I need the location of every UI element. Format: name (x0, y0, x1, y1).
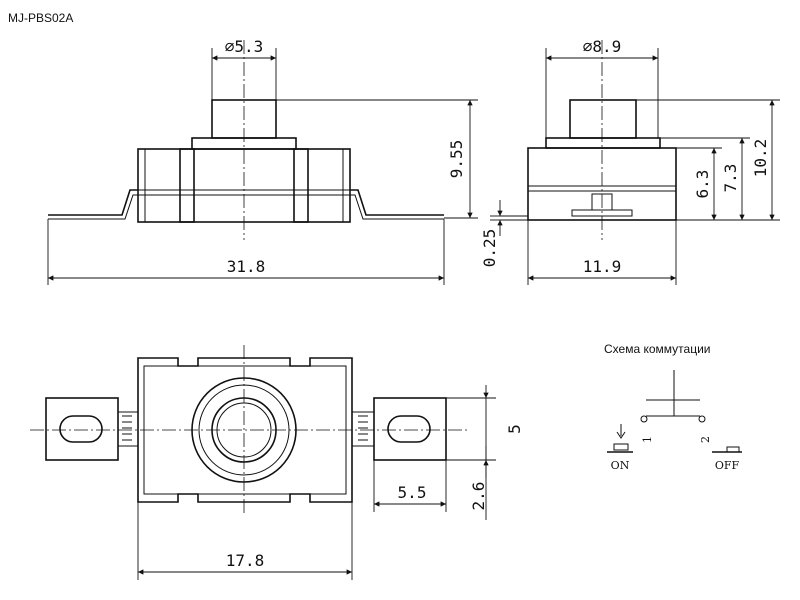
dim-body-length-top: 17.8 (226, 551, 265, 570)
pin-2-label: 2 (699, 436, 712, 443)
scheme-title: Схема коммутации (604, 342, 710, 356)
dim-lead-thickness: 0.25 (480, 229, 499, 268)
dim-cap-diameter-front: ⌀5.3 (225, 37, 264, 56)
off-label: OFF (715, 459, 740, 472)
dim-body-width-side: 11.9 (583, 257, 622, 276)
switching-scheme: Схема коммутации 1 2 ON OFF (604, 342, 742, 472)
front-view: ⌀5.3 9.55 31.8 (47, 37, 478, 285)
dim-height-front: 9.55 (447, 140, 466, 179)
dim-tab-offset: 2.6 (469, 482, 488, 511)
model-title: MJ-PBS02A (8, 11, 73, 25)
on-symbol: ON (607, 424, 633, 472)
off-symbol: OFF (712, 446, 742, 472)
pin-1-label: 1 (641, 436, 654, 443)
dim-tab-width: 5 (505, 424, 524, 434)
side-view: ⌀8.9 0.25 6.3 7.3 10.2 11.9 (480, 37, 780, 285)
dim-total-length: 31.8 (227, 257, 266, 276)
dim-total-height: 10.2 (751, 139, 770, 178)
top-view: 5 2.6 5.5 17.8 (30, 345, 524, 580)
dim-cap-diameter-side: ⌀8.9 (583, 37, 622, 56)
on-label: ON (611, 459, 630, 472)
dim-body-height: 6.3 (693, 170, 712, 199)
dim-tab-length: 5.5 (398, 483, 427, 502)
dim-height-mid: 7.3 (721, 164, 740, 193)
